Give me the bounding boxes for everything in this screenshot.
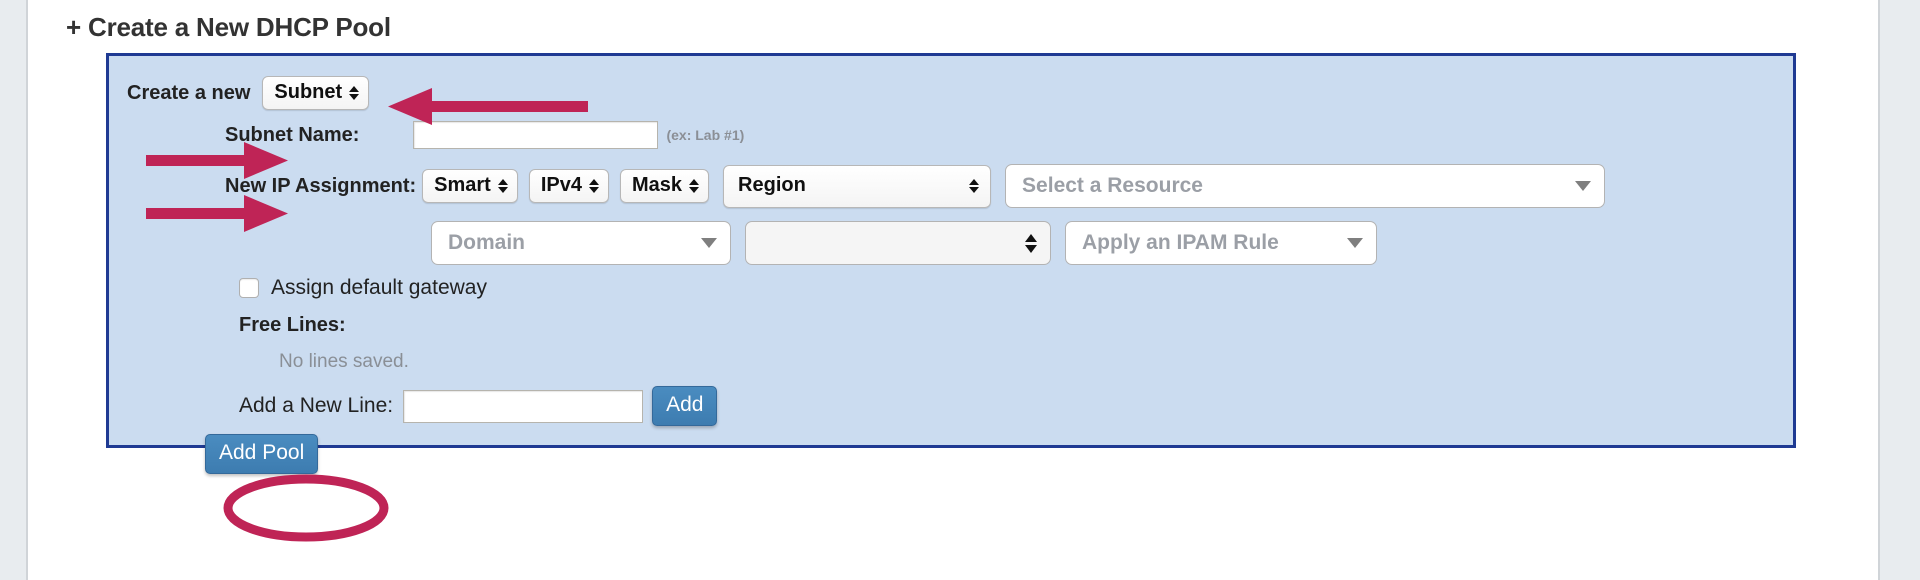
page-title: + Create a New DHCP Pool bbox=[66, 12, 391, 42]
secondary-select[interactable] bbox=[745, 221, 1051, 265]
subnet-name-label: Subnet Name: bbox=[225, 123, 360, 146]
new-ip-assignment-row: New IP Assignment: Smart IPv4 Mask Regio… bbox=[225, 164, 1606, 208]
subnet-name-input[interactable] bbox=[413, 121, 659, 149]
create-a-new-label: Create a new bbox=[127, 81, 251, 104]
chevron-down-icon bbox=[701, 238, 717, 248]
add-new-line-row: Add a New Line: Add bbox=[239, 386, 718, 426]
assign-gateway-label: Assign default gateway bbox=[271, 276, 487, 299]
add-pool-button[interactable]: Add Pool bbox=[205, 434, 319, 474]
create-a-new-row: Create a new Subnet bbox=[127, 76, 370, 110]
region-dropdown[interactable]: Region bbox=[723, 164, 992, 208]
add-line-button[interactable]: Add bbox=[652, 386, 718, 426]
updown-arrows-icon bbox=[969, 178, 980, 193]
subnet-name-row: Subnet Name: (ex: Lab #1) bbox=[225, 121, 744, 149]
region-value: Region bbox=[738, 174, 806, 196]
no-lines-saved-text: No lines saved. bbox=[279, 351, 409, 372]
domain-select-value: Domain bbox=[448, 231, 526, 254]
create-dhcp-pool-panel: Create a new Subnet Subnet Name: (ex: La… bbox=[106, 53, 1796, 474]
chevron-down-icon bbox=[1575, 181, 1592, 191]
add-new-line-input[interactable] bbox=[403, 389, 644, 423]
mask-value: Mask bbox=[632, 174, 683, 196]
add-new-line-label: Add a New Line: bbox=[239, 394, 394, 417]
assign-gateway-checkbox[interactable] bbox=[239, 278, 259, 298]
subnet-name-hint: (ex: Lab #1) bbox=[666, 127, 745, 143]
resource-select-value: Select a Resource bbox=[1022, 174, 1203, 197]
free-lines-label: Free Lines: bbox=[239, 314, 346, 336]
free-lines-row: Free Lines: bbox=[239, 314, 346, 337]
object-type-dropdown[interactable]: Subnet bbox=[262, 76, 370, 110]
new-ip-assignment-label: New IP Assignment: bbox=[225, 174, 417, 197]
ellipse-add-pool-highlight bbox=[223, 474, 389, 542]
resource-select[interactable]: Select a Resource bbox=[1005, 164, 1606, 208]
right-gutter bbox=[1878, 0, 1920, 580]
chevron-down-icon bbox=[1347, 238, 1363, 248]
mask-dropdown[interactable]: Mask bbox=[620, 169, 710, 203]
object-type-value: Subnet bbox=[274, 81, 343, 103]
ipam-rule-select-value: Apply an IPAM Rule bbox=[1082, 231, 1279, 254]
left-gutter bbox=[0, 0, 28, 580]
ip-protocol-dropdown[interactable]: IPv4 bbox=[528, 169, 610, 203]
assign-gateway-row[interactable]: Assign default gateway bbox=[239, 276, 487, 300]
updown-arrows-icon bbox=[589, 178, 600, 193]
ipam-options-row: Domain Apply an IPAM Rule bbox=[431, 221, 1377, 265]
updown-arrows-icon bbox=[349, 85, 360, 100]
no-lines-row: No lines saved. bbox=[279, 351, 409, 373]
updown-arrows-icon bbox=[689, 178, 700, 193]
domain-select[interactable]: Domain bbox=[431, 221, 731, 265]
assignment-mode-value: Smart bbox=[434, 174, 491, 196]
add-pool-row: Add Pool bbox=[205, 434, 319, 474]
assignment-mode-dropdown[interactable]: Smart bbox=[422, 169, 518, 203]
updown-arrows-icon bbox=[497, 178, 508, 193]
ip-protocol-value: IPv4 bbox=[540, 174, 583, 196]
updown-arrows-icon bbox=[1025, 233, 1037, 253]
ipam-rule-select[interactable]: Apply an IPAM Rule bbox=[1065, 221, 1377, 265]
